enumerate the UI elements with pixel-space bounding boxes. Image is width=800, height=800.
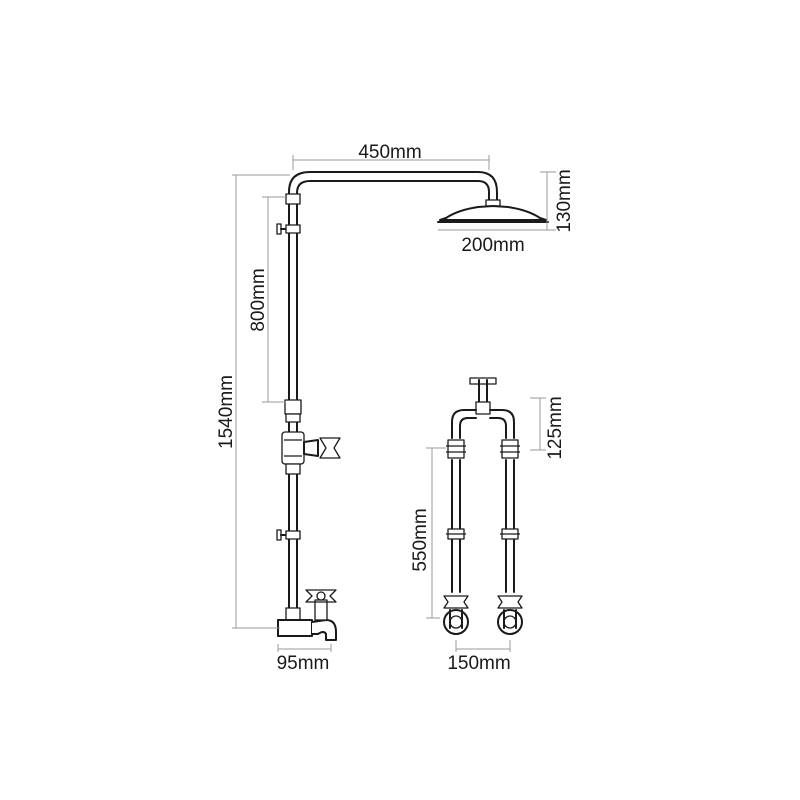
dim-label-top-drop: 125mm <box>545 396 566 459</box>
dimension-lines-front <box>426 397 546 652</box>
riser-coupling <box>284 399 302 423</box>
right-rail <box>500 439 520 593</box>
dim-label-head-height: 130mm <box>554 169 575 232</box>
dim-label-tap-projection: 95mm <box>277 653 330 674</box>
dim-label-width-arm: 450mm <box>358 142 421 163</box>
bridge-arms <box>451 409 515 439</box>
valve-front-view <box>443 377 523 635</box>
shower-side-view <box>276 171 549 641</box>
dimension-labels-side: 450mm 130mm 200mm 800mm 1540mm 95mm <box>216 142 575 674</box>
dim-label-head-diameter: 200mm <box>461 235 524 256</box>
top-outlet <box>469 377 497 415</box>
shower-arm <box>285 171 498 205</box>
dim-label-riser-segment: 800mm <box>248 268 269 331</box>
left-handle <box>443 595 469 635</box>
left-rail <box>446 439 466 593</box>
shower-head <box>437 199 549 223</box>
dim-label-centres: 150mm <box>447 653 510 674</box>
bath-tap <box>277 589 337 641</box>
upper-wall-bracket <box>276 223 301 235</box>
right-handle <box>497 595 523 635</box>
dim-label-total-height: 1540mm <box>216 375 237 449</box>
diverter-valve <box>281 431 341 475</box>
dim-label-rail-length: 550mm <box>410 508 431 571</box>
dimension-labels-front: 125mm 550mm 150mm <box>410 396 566 674</box>
dimension-lines-side <box>232 155 556 652</box>
lower-wall-bracket <box>276 529 301 541</box>
